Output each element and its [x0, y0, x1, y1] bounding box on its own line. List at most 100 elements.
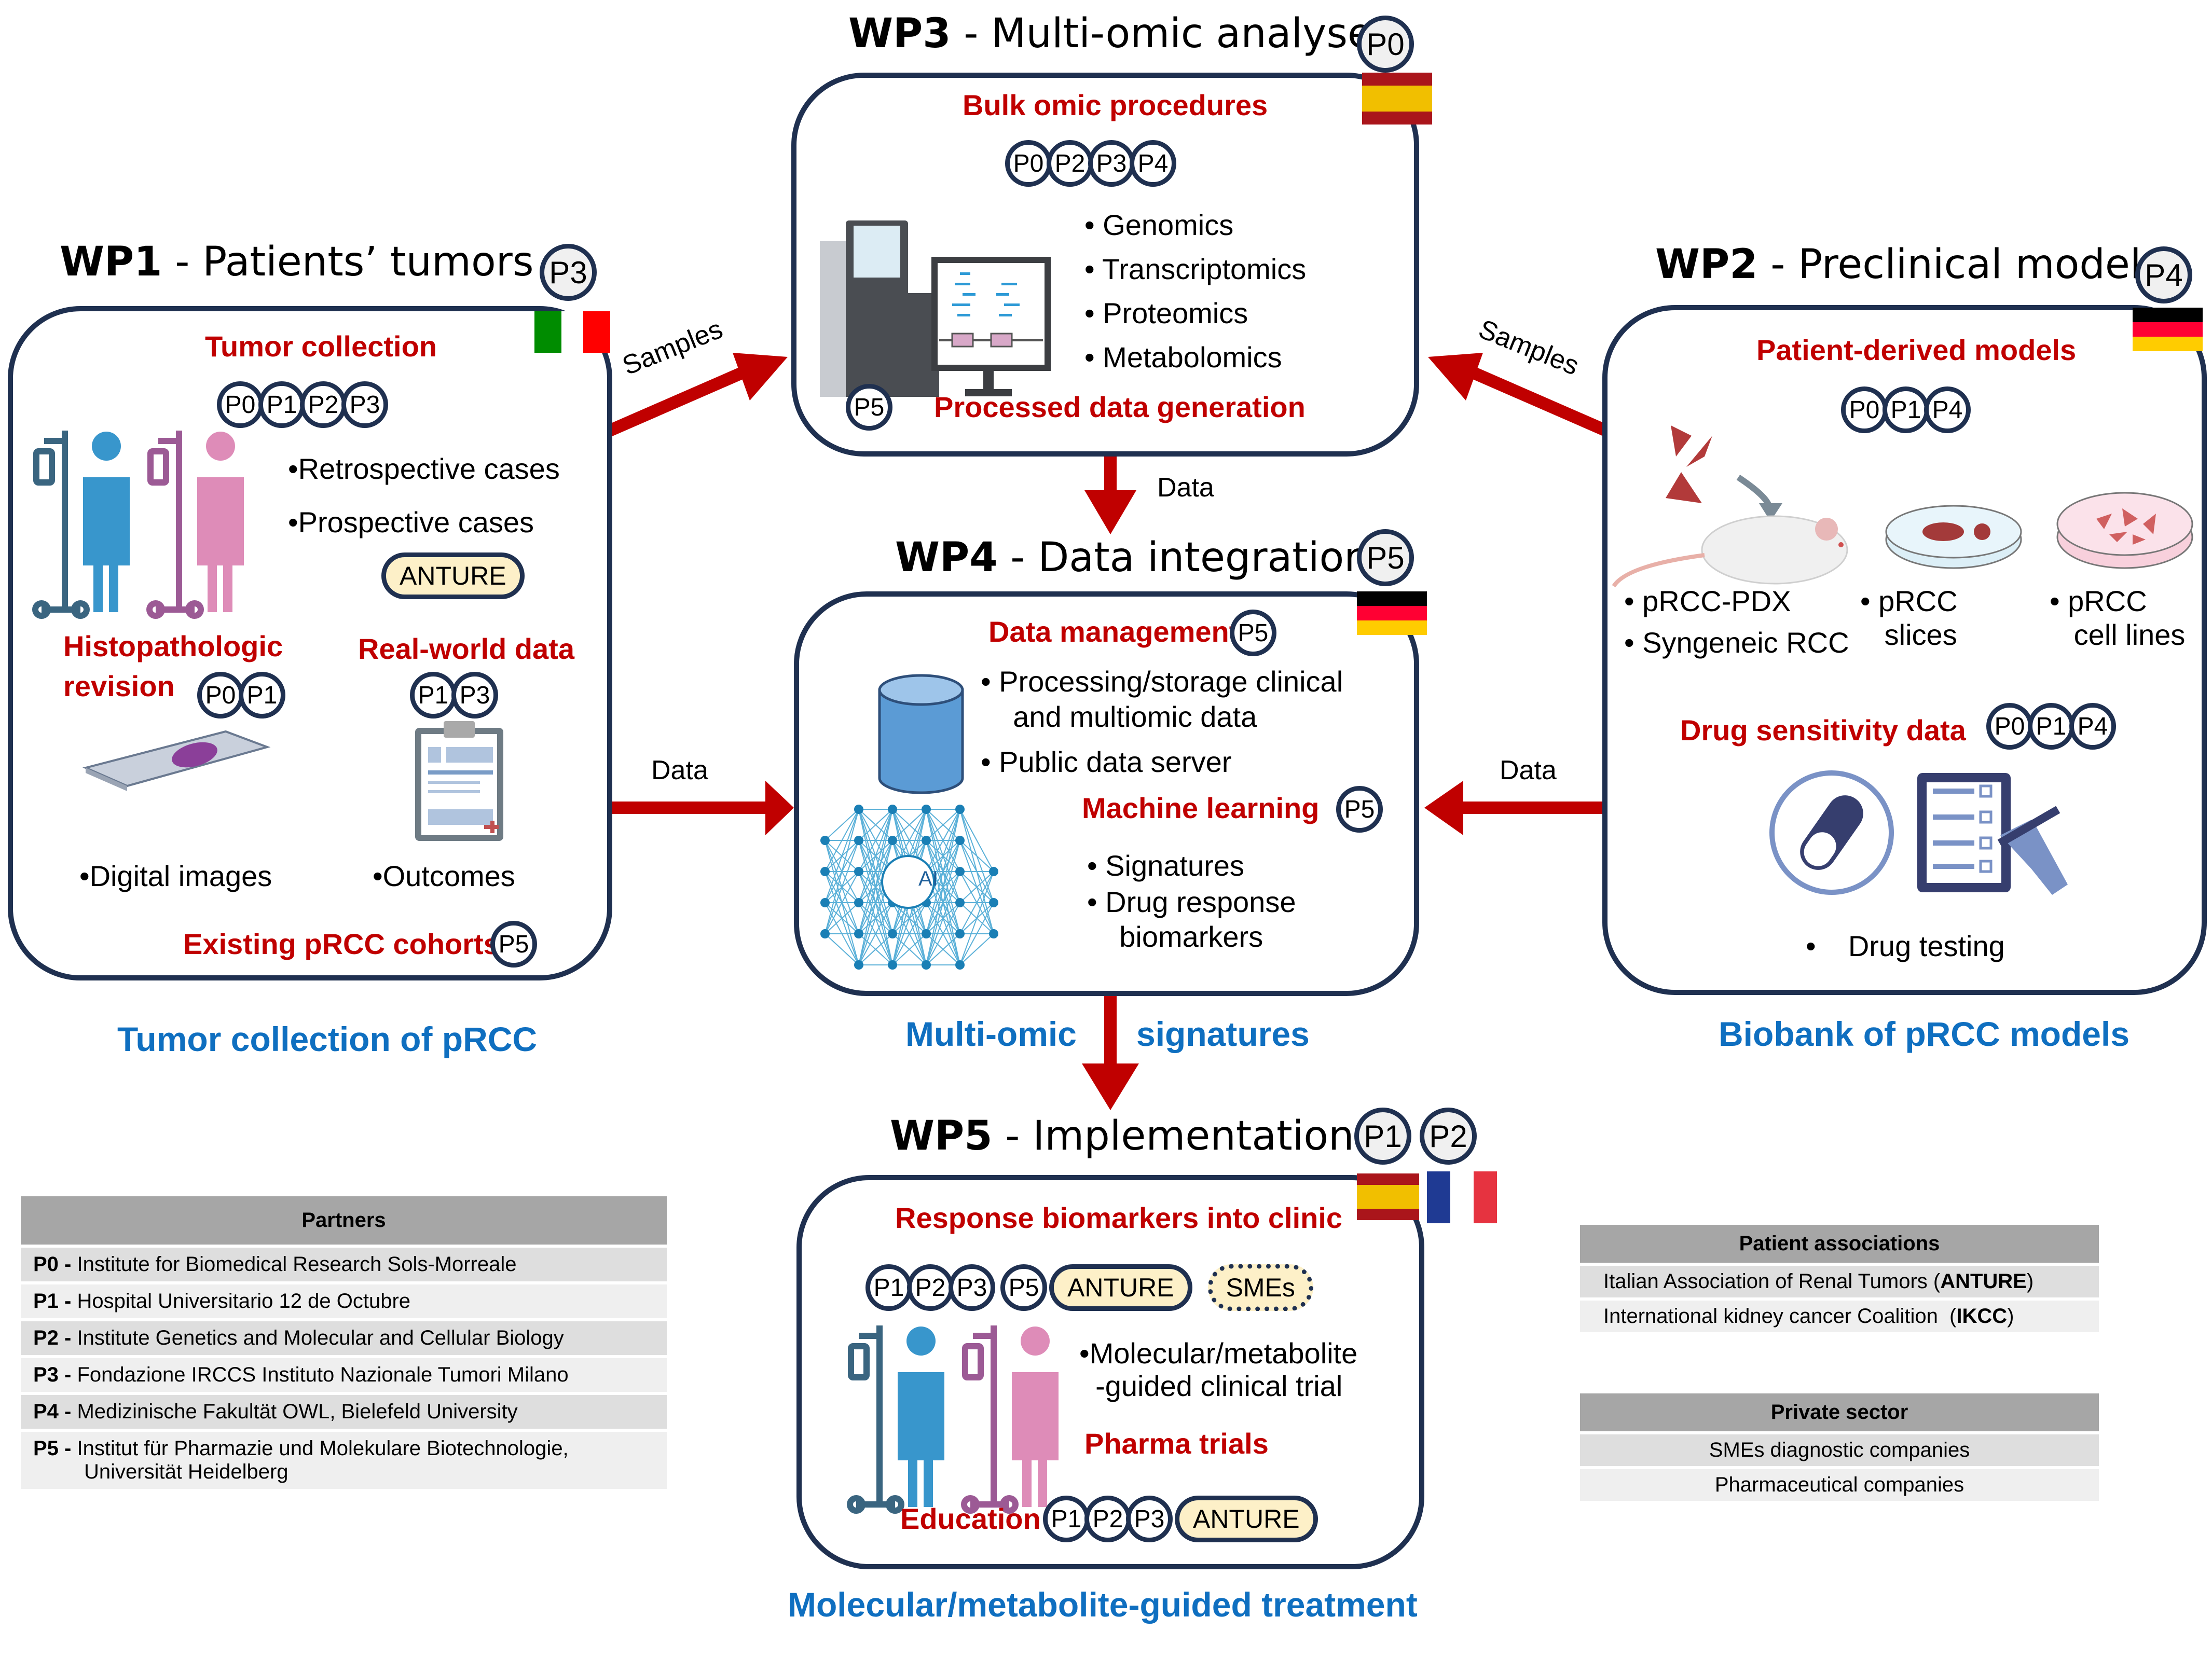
wp1-title-bold: WP1	[60, 239, 162, 285]
nn-edge	[858, 809, 893, 841]
wp5-title-bold: WP5	[890, 1113, 993, 1159]
wp1-histo-partners: P0 P1	[197, 672, 285, 719]
partner-badge: P4	[1924, 386, 1971, 433]
nn-node	[989, 867, 998, 876]
nn-node	[955, 960, 965, 970]
wp1-existing-heading: Existing pRCC cohorts	[183, 928, 500, 960]
wp5-education-heading: Education	[900, 1502, 1041, 1535]
nn-edge	[926, 809, 960, 872]
pill-capsule-icon	[1769, 770, 1894, 895]
nn-edge	[858, 809, 893, 965]
sequencer-monitor-icon	[820, 220, 1051, 397]
nn-node	[888, 805, 897, 814]
nn-edge	[858, 902, 893, 965]
italy-flag-icon	[534, 311, 610, 353]
partner-name: Hospital Universitario 12 de Octubre	[77, 1290, 411, 1312]
assoc-paren: )	[2026, 1270, 2034, 1293]
wp4-caption-right: signatures	[1136, 1015, 1310, 1053]
nn-node	[922, 805, 931, 814]
wp2-title: WP2 - Preclinical models	[1655, 241, 2162, 288]
nn-edge	[858, 809, 893, 934]
clipboard-icon	[415, 721, 503, 841]
wp1-bullet-retrospective: •Retrospective cases	[288, 452, 560, 485]
assoc-name: Italian Association of Renal Tumors (	[1603, 1270, 1941, 1293]
anture-pill: ANTURE	[381, 552, 525, 599]
slide-icon	[82, 730, 271, 791]
arrow-wp4-wp5-shaft	[1104, 993, 1117, 1076]
wp4-title: WP4 - Data integration	[895, 534, 1370, 581]
wp1-histo-heading-l1: Histopathologic	[63, 630, 283, 662]
partner-badge: P2	[907, 1264, 954, 1311]
wp5-caption: Molecular/metabolite-guided treatment	[788, 1585, 1418, 1624]
wp4-dm-heading: Data management	[988, 615, 1239, 648]
arrow-wp1-wp3-shaft	[607, 363, 755, 436]
wp3-bulk-heading: Bulk omic procedures	[963, 89, 1268, 121]
partner-id: P5 -	[33, 1437, 72, 1460]
wp5-lead-badge: P2	[1420, 1108, 1477, 1165]
partner-badge: P3	[341, 381, 388, 428]
partners-table-header: Partners	[21, 1196, 667, 1245]
anture-pill: ANTURE	[1175, 1496, 1318, 1542]
wp4-ml-bullet-signatures: • Signatures	[1087, 849, 1244, 882]
arrow-wp3-wp4-shaft	[1104, 454, 1117, 495]
wp3-bullet-metabolomics: • Metabolomics	[1084, 341, 1282, 374]
smes-pill: SMEs	[1207, 1264, 1313, 1311]
wp1-tumor-collection-partners: P0 P1 P2 P3	[217, 381, 388, 428]
nn-node	[989, 898, 998, 907]
nn-node	[955, 805, 965, 814]
nn-edge	[926, 840, 960, 965]
wp3-title: WP3 - Multi-omic analyses	[848, 10, 1394, 57]
assoc-paren: )	[2007, 1305, 2014, 1328]
partner-badge: P1	[2028, 703, 2074, 750]
private-sector-header: Private sector	[1580, 1393, 2099, 1431]
wp4-title-bold: WP4	[895, 534, 998, 581]
nn-node	[888, 960, 897, 970]
nn-edge	[858, 840, 893, 965]
table-row: Pharmaceutical companies	[1580, 1469, 2099, 1501]
nn-node	[854, 836, 863, 845]
spain-flag-icon	[1362, 73, 1432, 125]
wp2-bullet-drug-testing: • Drug testing	[1806, 930, 2005, 962]
nn-edge	[892, 933, 927, 965]
partner-badge: P1	[239, 672, 285, 719]
neural-network-icon	[820, 805, 998, 970]
partner-name: Institute for Biomedical Research Sols-M…	[77, 1253, 517, 1276]
partner-name-cont: Universität Heidelberg	[84, 1460, 288, 1483]
wp1-title-rest: - Patients’ tumors	[162, 239, 534, 285]
wp4-title-rest: - Data integration	[997, 534, 1370, 581]
arrow-wp4-wp5-head	[1082, 1063, 1139, 1110]
partner-badge: P1	[865, 1264, 912, 1311]
wp2-bullet-cells-l2: cell lines	[2050, 618, 2186, 651]
private-sector-item: SMEs diagnostic companies	[1709, 1439, 1970, 1461]
wp2-bullet-syngeneic: • Syngeneic RCC	[1624, 626, 1849, 659]
nn-edge	[926, 933, 960, 965]
nn-node	[955, 836, 965, 845]
wp3-processed-heading: Processed data generation	[934, 391, 1306, 423]
partner-name: Fondazione IRCCS Instituto Nazionale Tum…	[77, 1363, 569, 1386]
wp4-ml-heading: Machine learning	[1082, 792, 1320, 824]
partner-badge: P5	[846, 384, 892, 431]
wp2-lead-badge: P4	[2135, 246, 2192, 303]
wp1-tumor-collection-heading: Tumor collection	[205, 330, 437, 363]
nn-edge	[926, 809, 960, 934]
wp3-title-rest: - Multi-omic analyses	[951, 10, 1394, 57]
nn-edge	[825, 809, 859, 841]
nn-edge	[959, 871, 994, 934]
partner-badge: P4	[1130, 140, 1176, 187]
wp1-histo-heading-l2: revision	[63, 670, 175, 702]
wp1-rwd-partners: P1 P3	[410, 672, 498, 719]
nn-node	[989, 929, 998, 938]
petri-dish-slices-icon	[1885, 505, 2022, 569]
partner-badge: P0	[197, 672, 244, 719]
nn-edge	[825, 871, 859, 934]
arrow-wp2-wp4-head	[1424, 781, 1463, 835]
nn-edge	[959, 840, 994, 872]
wp5-pharma-heading: Pharma trials	[1084, 1427, 1269, 1460]
partners-table: Partners P0 - Institute for Biomedical R…	[21, 1193, 667, 1492]
anture-pill: ANTURE	[1049, 1264, 1192, 1311]
nn-node	[820, 929, 830, 938]
partner-badge: P3	[1088, 140, 1135, 187]
ai-node-icon	[881, 855, 935, 909]
assoc-acronym: IKCC	[1956, 1305, 2008, 1328]
wp2-drug-heading: Drug sensitivity data	[1680, 714, 1966, 747]
